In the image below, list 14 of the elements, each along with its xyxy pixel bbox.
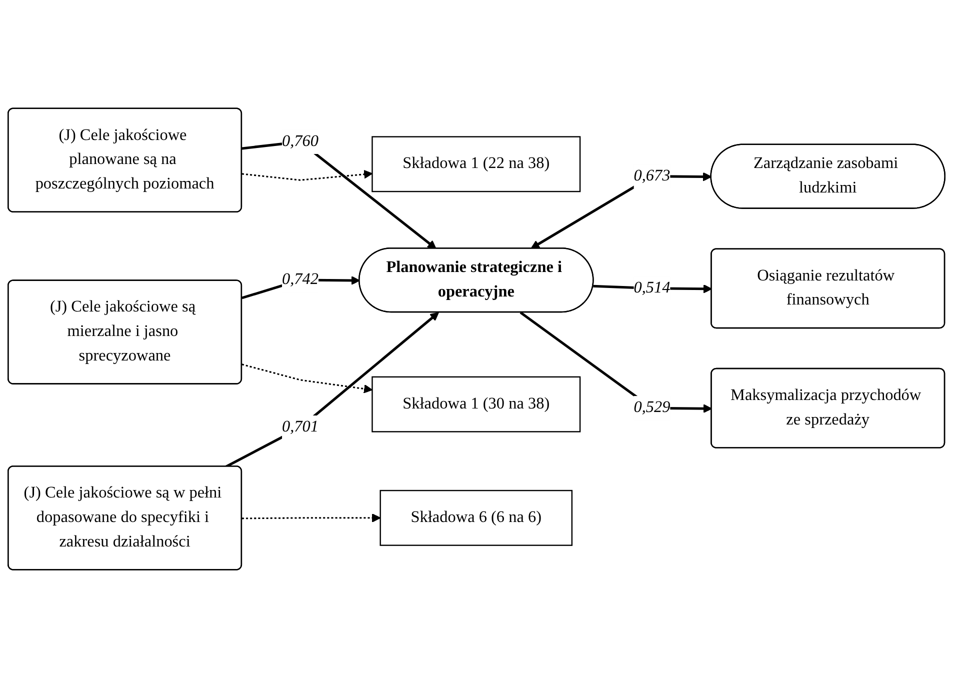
- edge-label: 0,701: [282, 418, 319, 436]
- arrow: [242, 513, 381, 522]
- arrow: [242, 170, 373, 181]
- edge-label: 0,529: [634, 398, 670, 416]
- node-box: Składowa 1 (30 na 38): [372, 376, 581, 432]
- edge-label: 0,514: [634, 279, 670, 297]
- edge-label: 0,760: [282, 132, 319, 150]
- arrow: [225, 312, 439, 468]
- edge-label: 0,673: [634, 167, 670, 184]
- arrow: [242, 140, 436, 249]
- edge-label: 0,742: [282, 270, 319, 288]
- node-box: Składowa 6 (6 na 6): [380, 490, 573, 546]
- node-box: Składowa 1 (22 na 38): [372, 136, 581, 192]
- arrow: [242, 364, 373, 394]
